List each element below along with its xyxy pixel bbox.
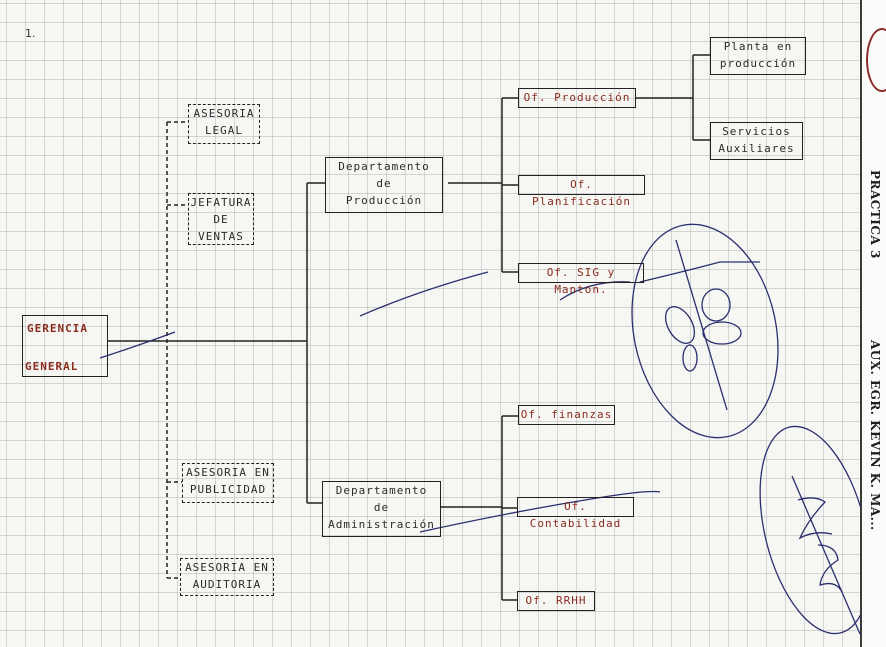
general-label: GENERAL [25, 360, 79, 373]
departamento-produccion-box: Departamento de Producción [325, 157, 443, 213]
signature-oval [631, 223, 779, 439]
asesoria-publicidad-box: ASESORIA EN PUBLICIDAD [182, 463, 274, 503]
signature-tail [639, 261, 760, 283]
of-planificacion-box: Of. Planificación [518, 175, 645, 208]
of-produccion-box: Of. Producción [518, 88, 636, 108]
of-sig-manton-box: Of. SIG y Manton. [518, 263, 644, 296]
grade-oval [759, 425, 860, 635]
signature-loop-2 [701, 288, 731, 322]
right-margin-strip: PRACTICA 3 AUX. EGR. KEVIN K. MA... [860, 0, 886, 647]
asesoria-legal-box: ASESORIA LEGAL [188, 104, 260, 144]
signature-loop-1 [664, 306, 696, 344]
grade-digit-2 [797, 497, 833, 540]
jefatura-ventas-box: JEFATURA DE VENTAS [188, 193, 254, 245]
grade-digits-46 [817, 544, 843, 593]
page-number: 1. [25, 27, 36, 40]
of-contabilidad-box: Of. Contabilidad [517, 497, 634, 530]
pen-stroke-contabilidad [419, 490, 661, 533]
pen-stroke-gerencia [99, 331, 176, 359]
signature-slash [675, 239, 728, 411]
gerencia-label: GERENCIA [27, 322, 88, 335]
pen-stroke-sig [359, 271, 489, 317]
signature-loop-3 [702, 321, 742, 345]
margin-author-label: AUX. EGR. KEVIN K. MA... [868, 340, 882, 531]
signature-loop-4 [682, 344, 698, 372]
graph-paper-grid [0, 0, 860, 647]
connector-lines [99, 54, 860, 635]
planta-produccion-box: Planta en producción [710, 37, 806, 75]
servicios-auxiliares-box: Servicios Auxiliares [710, 122, 803, 160]
departamento-administracion-box: Departamento de Administración [322, 481, 441, 537]
of-rrhh-box: Of. RRHH [517, 591, 595, 611]
gerencia-general-box: GERENCIA GENERAL [22, 315, 108, 377]
asesoria-auditoria-box: ASESORIA EN AUDITORIA [180, 558, 274, 596]
grade-slash [791, 475, 860, 635]
pen-stroke-small [559, 281, 631, 301]
margin-practica-label: PRACTICA 3 [868, 170, 882, 259]
of-finanzas-box: Of. finanzas [518, 405, 615, 425]
